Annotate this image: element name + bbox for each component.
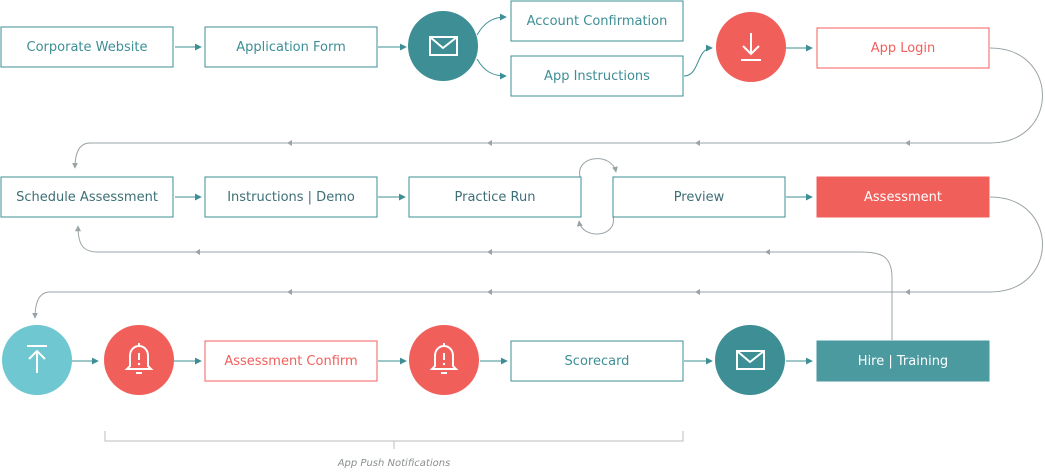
node-practice-run: Practice Run (408, 176, 582, 218)
connector-loop-bottom (576, 215, 614, 235)
node-scorecard: Scorecard (510, 340, 684, 382)
node-corporate-website: Corporate Website (0, 26, 174, 68)
node-label: App Instructions (544, 69, 650, 84)
upload-icon (2, 325, 72, 395)
node-label: Account Confirmation (527, 14, 668, 29)
bell-icon (409, 325, 479, 395)
connector-login-to-schedule (72, 47, 1043, 169)
node-label: Practice Run (455, 190, 536, 205)
envelope-icon (715, 325, 785, 395)
node-label: Schedule Assessment (16, 190, 158, 205)
node-app-login: App Login (816, 27, 990, 69)
node-label: Assessment Confirm (224, 354, 357, 369)
bell-icon (104, 325, 174, 395)
node-label: Hire | Training (858, 354, 948, 369)
node-schedule-assessment: Schedule Assessment (0, 176, 174, 218)
node-assessment-confirm: Assessment Confirm (204, 340, 378, 382)
return-connectors (32, 47, 1043, 340)
node-label: Scorecard (565, 354, 630, 369)
forward-arrows (72, 13, 813, 365)
node-label: Instructions | Demo (227, 190, 355, 205)
direction-ticks (195, 140, 910, 295)
download-icon (716, 12, 786, 82)
connector-hire-to-schedule (75, 225, 893, 340)
node-label: Preview (674, 190, 725, 205)
node-hire-training: Hire | Training (816, 340, 990, 382)
node-label: Application Form (236, 40, 346, 55)
node-account-confirmation: Account Confirmation (510, 0, 684, 42)
push-notifications-bracket: App Push Notifications (104, 431, 684, 469)
connector-loop-top (579, 158, 618, 178)
node-label: App Login (871, 41, 936, 56)
node-application-form: Application Form (204, 26, 378, 68)
node-label: Corporate Website (27, 40, 148, 55)
node-app-instructions: App Instructions (510, 55, 684, 97)
envelope-icon (408, 11, 478, 81)
node-label: Assessment (864, 190, 942, 205)
connector-assessment-to-row3 (32, 196, 1043, 319)
node-instructions-demo: Instructions | Demo (204, 176, 378, 218)
bracket-caption: App Push Notifications (337, 458, 451, 469)
node-preview: Preview (612, 176, 786, 218)
node-assessment: Assessment (816, 176, 990, 218)
